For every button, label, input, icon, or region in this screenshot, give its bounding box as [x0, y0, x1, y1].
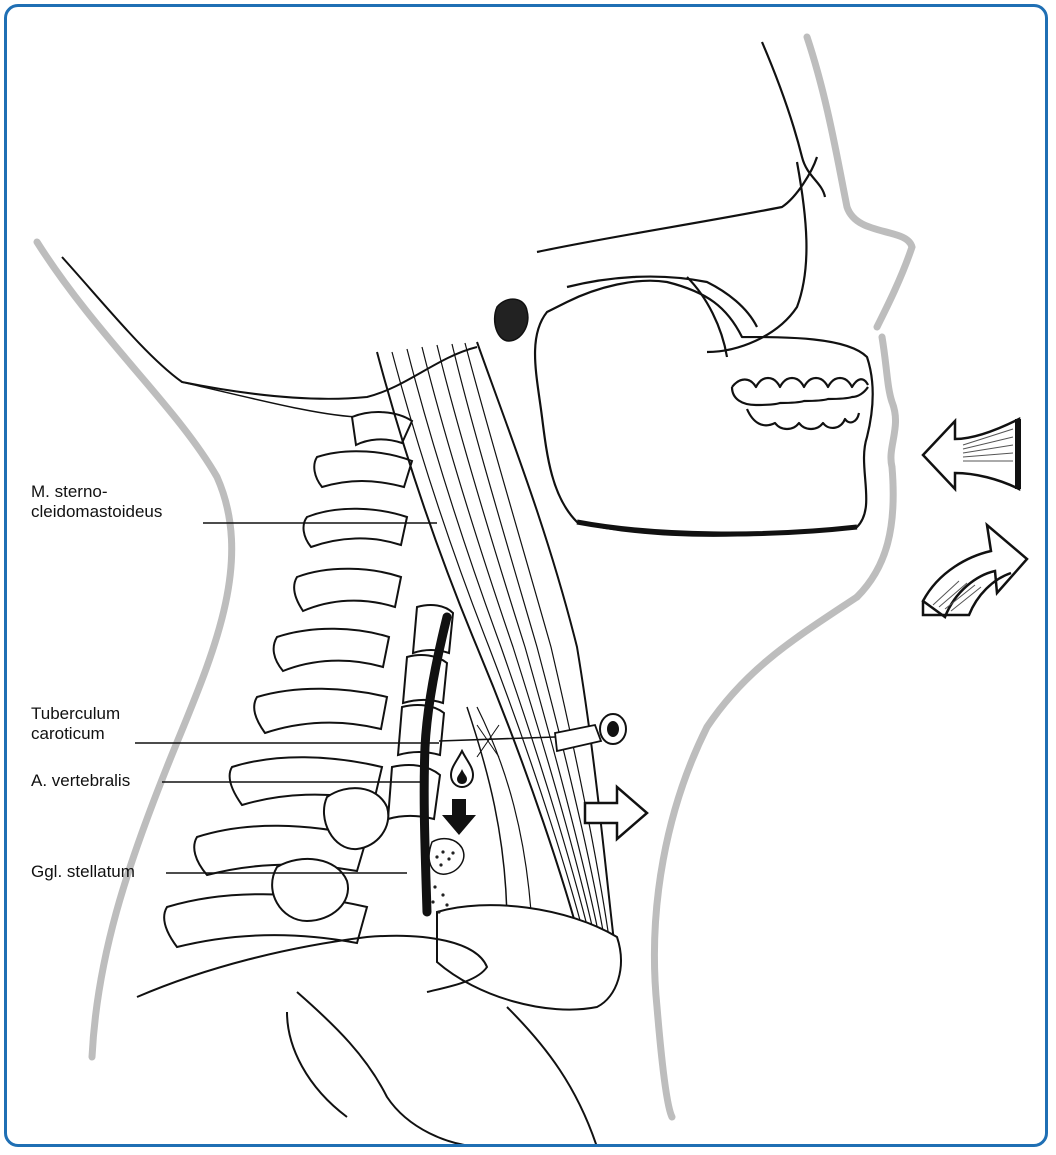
label-sternocleidomastoideus: M. sterno- cleidomastoideus	[31, 482, 162, 522]
anatomy-illustration	[7, 7, 1048, 1147]
label-tuberculum-caroticum: Tuberculum caroticum	[31, 704, 120, 744]
skull-outline	[535, 42, 873, 536]
label-tuberculum-line1: Tuberculum	[31, 704, 120, 724]
stellate-ganglion	[429, 839, 464, 914]
label-ggl-stellatum: Ggl. stellatum	[31, 862, 135, 882]
drop-icon	[447, 749, 477, 789]
clavicle	[437, 905, 621, 1009]
arrow-curved-up-icon	[919, 501, 1039, 621]
label-tuberculum-line2: caroticum	[31, 724, 120, 744]
mastoid-process	[495, 299, 528, 341]
label-scm-line2: cleidomastoideus	[31, 502, 162, 522]
arrow-right-icon	[581, 783, 651, 843]
label-stellatum-text: Ggl. stellatum	[31, 862, 135, 882]
label-scm-line1: M. sterno-	[31, 482, 162, 502]
arrow-left-icon	[917, 415, 1027, 495]
sternocleidomastoid-muscle	[377, 342, 617, 967]
figure-frame: M. sterno- cleidomastoideus Tuberculum c…	[4, 4, 1048, 1147]
arrow-down-icon	[439, 797, 479, 837]
label-a-vertebralis: A. vertebralis	[31, 771, 130, 791]
label-vertebralis-text: A. vertebralis	[31, 771, 130, 791]
